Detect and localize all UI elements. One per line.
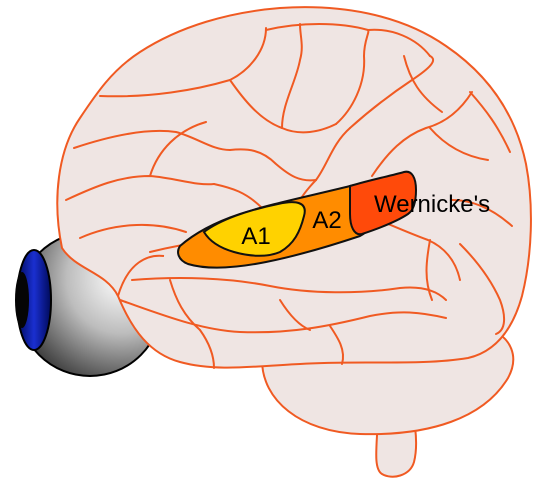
a2-label: A2	[312, 207, 341, 234]
wernicke-label: Wernicke's	[374, 191, 490, 218]
a1-label: A1	[241, 223, 270, 250]
pupil	[15, 272, 29, 328]
cerebrum-outline	[57, 7, 531, 367]
